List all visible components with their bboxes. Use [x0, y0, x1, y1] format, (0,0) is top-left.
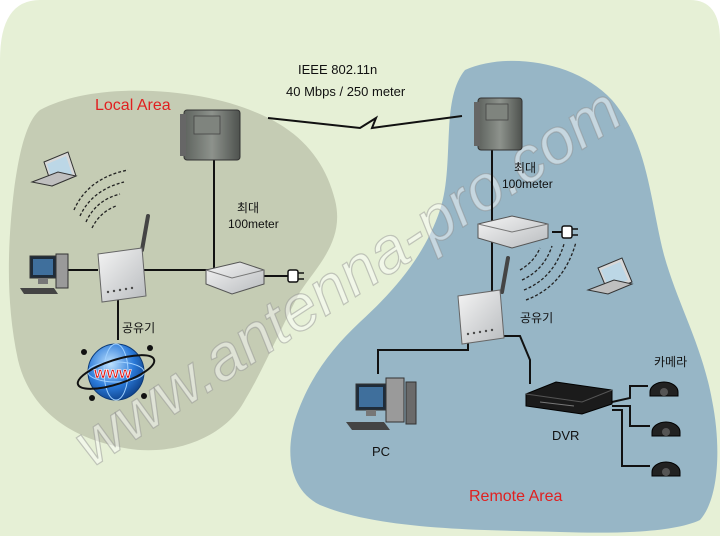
local-cable-label-line2: 100meter	[228, 217, 279, 231]
dvr-label: DVR	[552, 428, 579, 443]
link-standard-label: IEEE 802.11n	[298, 62, 377, 77]
remote-laptop-icon	[586, 257, 634, 295]
remote-pc-icon	[346, 377, 417, 430]
remote-cable-label-line1: 최대	[514, 161, 536, 175]
link-spec-label: 40 Mbps / 250 meter	[286, 84, 406, 99]
remote-power-plug-icon	[561, 225, 578, 239]
remote-cable-label-line2: 100meter	[502, 177, 553, 191]
camera-2-icon	[651, 421, 681, 437]
camera-1-icon	[649, 381, 679, 397]
remote-pc-label: PC	[372, 444, 390, 459]
internet-label: www	[93, 365, 132, 382]
remote-wifi-waves-icon	[519, 241, 577, 301]
remote-poe-injector	[477, 215, 549, 249]
remote-area-title: Remote Area	[469, 488, 562, 505]
local-power-plug-icon	[287, 269, 304, 283]
camera-3-icon	[651, 461, 681, 477]
local-desktop-pc-icon	[20, 253, 69, 294]
local-laptop-icon	[30, 151, 78, 187]
remote-outdoor-antenna-unit	[474, 97, 523, 151]
local-router-icon	[97, 214, 150, 303]
local-outdoor-antenna-unit	[180, 109, 241, 161]
remote-router-label: 공유기	[520, 311, 553, 325]
local-cable-label-line1: 최대	[237, 201, 259, 215]
camera-label: 카메라	[654, 355, 687, 369]
local-poe-injector	[205, 261, 265, 295]
wireless-link	[267, 115, 463, 130]
internet-globe-icon	[76, 343, 156, 401]
local-area-title: Local Area	[95, 97, 171, 114]
local-router-label: 공유기	[122, 321, 155, 335]
remote-router-icon	[457, 256, 510, 345]
dvr-icon	[525, 381, 613, 415]
local-wifi-waves-icon	[73, 169, 129, 229]
